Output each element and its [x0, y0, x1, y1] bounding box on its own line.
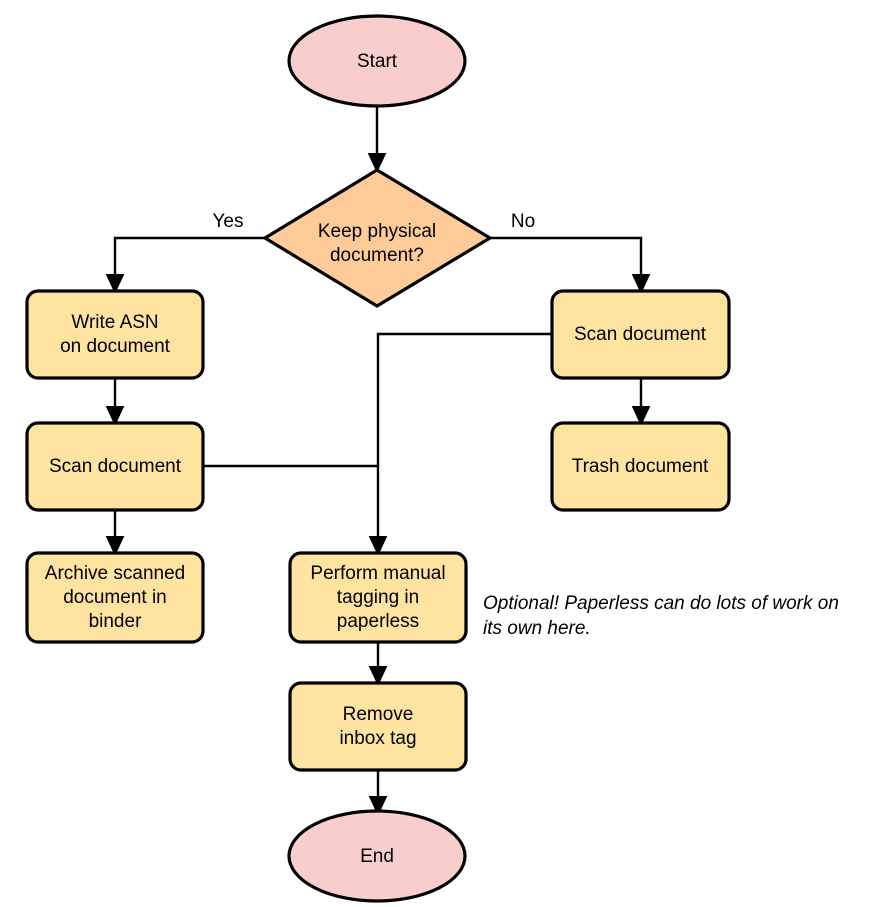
edges-layer: [105, 107, 651, 817]
start-label: Start: [357, 51, 398, 72]
optional-note-line1: Optional! Paperless can do lots of work …: [483, 593, 839, 614]
write-asn-box-shape[interactable]: [25, 289, 205, 380]
decision-label-line1: Keep physical: [318, 221, 436, 242]
trash-document-box-shape[interactable]: [550, 421, 731, 512]
edge-label-yes: Yes: [213, 211, 244, 232]
tagging-box-shape[interactable]: [288, 551, 468, 644]
node-decision-keep-physical-document[interactable]: Keep physical document?: [263, 168, 492, 308]
optional-note: Optional! Paperless can do lots of work …: [483, 593, 839, 639]
archive-label-line2: document in: [63, 587, 167, 608]
scan-document-left-box-shape[interactable]: [25, 421, 205, 512]
optional-note-line2: its own here.: [483, 618, 591, 639]
tagging-label-line1: Perform manual: [310, 563, 445, 584]
write-asn-label-line2: on document: [60, 336, 171, 357]
tagging-label-line3: paperless: [337, 611, 419, 632]
end-ellipse-shape[interactable]: [287, 809, 467, 903]
node-remove-inbox-tag[interactable]: Remove inbox tag: [288, 681, 468, 772]
node-write-asn-on-document[interactable]: Write ASN on document: [25, 289, 205, 380]
scan-document-right-box-shape[interactable]: [550, 289, 731, 380]
trash-document-label: Trash document: [572, 456, 709, 477]
scan-document-left-label: Scan document: [49, 456, 182, 477]
edge-scan-right-to-tagging: [368, 332, 552, 557]
archive-label-line1: Archive scanned: [45, 563, 185, 584]
end-label: End: [360, 846, 394, 867]
archive-label-line3: binder: [89, 611, 142, 632]
edge-decision-yes-to-write-asn: [105, 236, 265, 295]
remove-inbox-label-line2: inbox tag: [339, 728, 416, 749]
remove-inbox-label-line1: Remove: [343, 704, 414, 725]
node-trash-document[interactable]: Trash document: [550, 421, 731, 512]
edge-labels-layer: Yes No: [213, 211, 536, 232]
tagging-label-line2: tagging in: [337, 587, 419, 608]
start-ellipse-shape[interactable]: [287, 14, 467, 108]
node-end[interactable]: End: [287, 809, 467, 903]
edge-label-no: No: [511, 211, 535, 232]
edge-decision-no-to-scan-right: [490, 236, 651, 295]
scan-document-right-label: Scan document: [574, 324, 707, 345]
write-asn-label-line1: Write ASN: [71, 312, 158, 333]
node-scan-document-left[interactable]: Scan document: [25, 421, 205, 512]
node-start[interactable]: Start: [287, 14, 467, 108]
decision-label-line2: document?: [330, 245, 424, 266]
archive-box-shape[interactable]: [25, 551, 205, 644]
decision-diamond-shape[interactable]: [263, 168, 492, 308]
remove-inbox-box-shape[interactable]: [288, 681, 468, 772]
node-archive-scanned-document[interactable]: Archive scanned document in binder: [25, 551, 205, 644]
node-perform-manual-tagging[interactable]: Perform manual tagging in paperless: [288, 551, 468, 644]
node-scan-document-right[interactable]: Scan document: [550, 289, 731, 380]
